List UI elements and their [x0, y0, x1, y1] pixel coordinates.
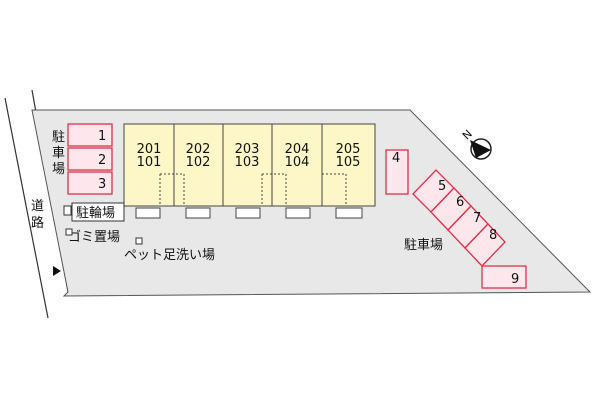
- svg-text:205: 205: [336, 142, 361, 157]
- road-label-char-2: 路: [31, 215, 44, 231]
- svg-text:103: 103: [235, 155, 260, 170]
- stair-outline: [159, 173, 185, 206]
- unit-step: [335, 207, 363, 219]
- compass-label: N: [460, 127, 475, 142]
- unit-step: [185, 207, 211, 219]
- parking-label-right: 駐車場: [404, 238, 443, 253]
- parking-label-left-3: 場: [52, 162, 65, 177]
- pet-wash-marker: [135, 237, 143, 245]
- svg-text:101: 101: [137, 155, 162, 170]
- svg-text:3: 3: [98, 177, 106, 192]
- road-label: 道: [31, 199, 44, 214]
- svg-text:105: 105: [336, 155, 361, 170]
- parking-space-1: 1: [67, 123, 113, 147]
- bicycle-parking-marker: [63, 205, 72, 216]
- svg-text:201: 201: [137, 142, 162, 157]
- svg-text:203: 203: [235, 142, 260, 157]
- garbage-area: ゴミ置場: [68, 229, 120, 245]
- svg-text:1: 1: [98, 129, 106, 144]
- svg-text:4: 4: [392, 151, 400, 166]
- stair-outline: [322, 173, 347, 206]
- parking-space-8: 8: [464, 223, 506, 267]
- unit-step: [135, 207, 161, 219]
- entrance-arrow-icon: [53, 266, 61, 276]
- unit-203-103: 203 103: [222, 123, 273, 207]
- parking-space-9: 9: [481, 265, 527, 289]
- unit-205-105: 205 105: [321, 123, 376, 207]
- svg-text:102: 102: [186, 155, 211, 170]
- svg-text:104: 104: [285, 155, 310, 170]
- svg-text:202: 202: [186, 142, 211, 157]
- unit-204-104: 204 104: [271, 123, 323, 207]
- unit-201-101: 201 101: [123, 123, 175, 207]
- svg-text:8: 8: [489, 228, 497, 243]
- unit-202-102: 202 102: [173, 123, 224, 207]
- svg-text:6: 6: [456, 195, 464, 210]
- parking-label-left-1: 駐: [52, 130, 65, 145]
- unit-step: [285, 207, 311, 219]
- parking-space-4: 4: [385, 149, 409, 195]
- bicycle-parking: 駐輪場: [71, 202, 125, 222]
- road-edge-left: [4, 97, 49, 319]
- parking-space-2: 2: [67, 147, 113, 171]
- compass-icon: N: [460, 127, 492, 160]
- building: 201 101 202 102 203 103 204 104 205 105: [123, 123, 376, 219]
- svg-text:5: 5: [438, 179, 446, 194]
- svg-text:9: 9: [511, 272, 519, 287]
- stair-outline: [261, 173, 287, 206]
- unit-step: [235, 207, 261, 219]
- svg-text:2: 2: [98, 153, 106, 168]
- pet-wash: ペット足洗い場: [124, 248, 215, 263]
- svg-text:204: 204: [285, 142, 310, 157]
- parking-label-left-2: 車: [52, 146, 65, 161]
- svg-text:駐輪場: 駐輪場: [76, 205, 115, 221]
- garbage-area-marker: [65, 228, 73, 236]
- svg-text:7: 7: [473, 211, 481, 226]
- parking-space-3: 3: [67, 171, 113, 195]
- road-label-char-1: 道: [31, 199, 44, 214]
